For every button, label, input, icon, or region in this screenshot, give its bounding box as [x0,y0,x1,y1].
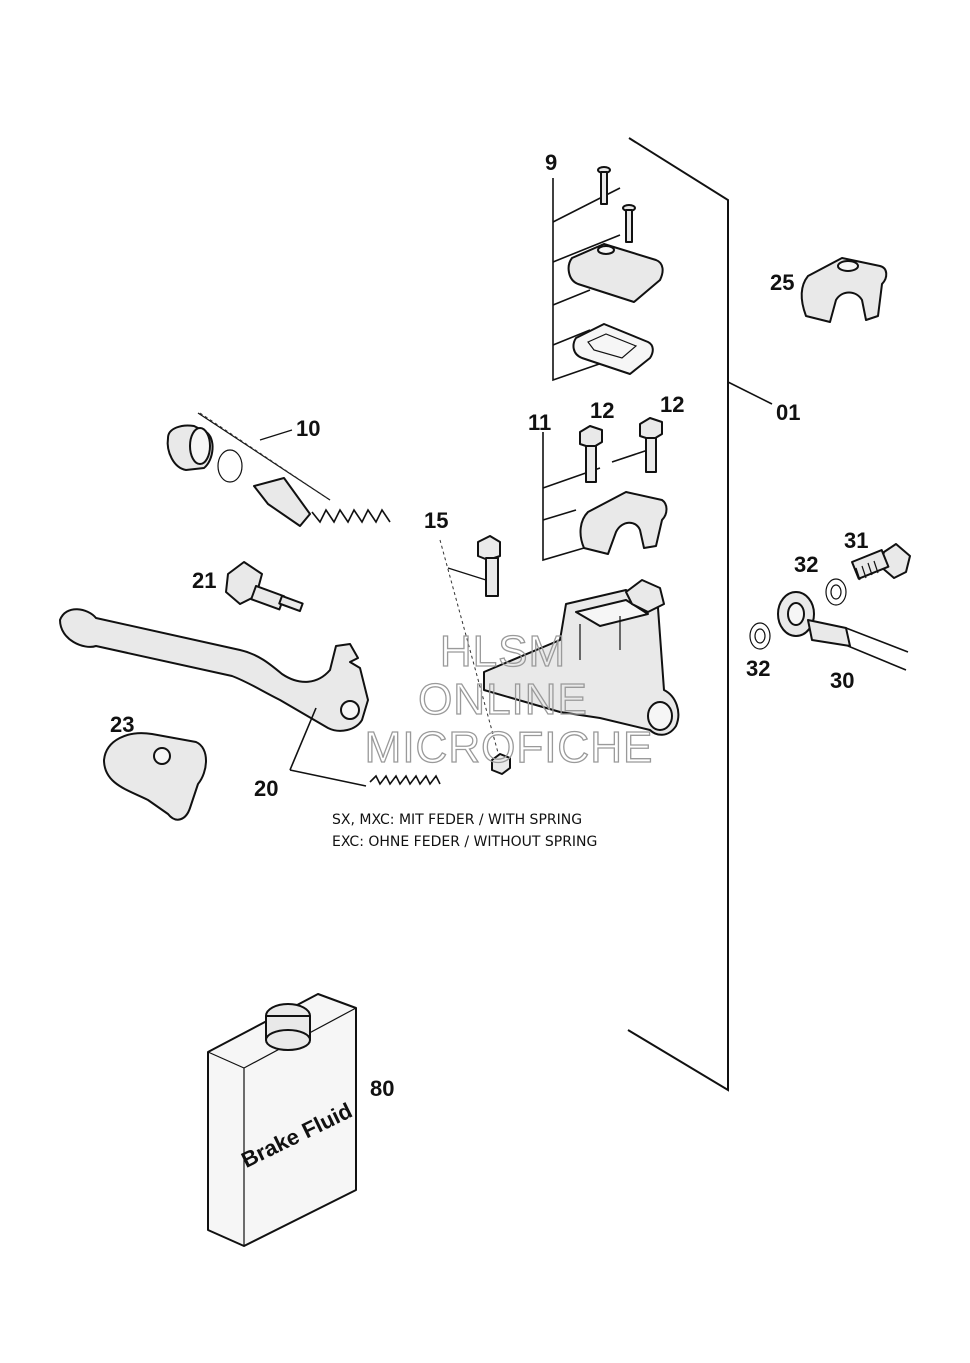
watermark-line-3: MICROFICHE [365,723,654,772]
watermark-line-2: ONLINE [418,675,588,724]
pivot-bolt-15 [439,535,511,775]
brake-lever [59,608,369,732]
washer-32-upper [825,578,847,606]
master-cylinder-body [483,579,680,736]
callout-9: 9 [545,150,557,175]
brake-line-group [749,543,911,671]
brake-hose-30 [777,591,909,671]
callout-32-lower: 32 [746,656,770,681]
brake-fluid-bottle-80: Brake Fluid [207,993,357,1247]
pivot-nut [491,753,511,775]
handlebar-clamp-25 [800,257,888,323]
bolt-12-right [639,417,663,473]
assembly-bracket-01 [627,137,773,1092]
reservoir-cap [567,243,664,303]
master-cylinder-clamp [579,491,668,555]
watermark: HLSM ONLINE MICROFICHE [364,626,654,772]
adjuster-screw-21 [225,561,304,613]
piston-spring [311,508,391,524]
note-without-spring: EXC: OHNE FEDER / WITHOUT SPRING [332,834,597,850]
lever-cover-23 [103,732,207,821]
callout-12-right: 12 [660,392,684,417]
clamp-bolt-group-11-12 [542,417,668,562]
callout-80: 80 [370,1076,394,1101]
callout-10: 10 [296,416,320,441]
cap-screw-1 [597,166,611,205]
diaphragm [572,323,654,375]
cap-screw-2 [622,204,636,243]
note-with-spring: SX, MXC: MIT FEDER / WITH SPRING [332,812,582,828]
watermark-line-1: HLSM [440,627,566,676]
piston-kit-10 [166,412,391,527]
callout-32-upper: 32 [794,552,818,577]
callout-25: 25 [770,270,794,295]
callout-11: 11 [528,410,551,435]
piston [253,477,311,527]
callout-30: 30 [830,668,854,693]
callout-23: 23 [110,712,134,737]
callout-15: 15 [424,508,448,533]
lever-spring-20 [289,707,441,787]
banjo-bolt-31 [851,543,911,581]
callout-21: 21 [192,568,216,593]
callout-12-left: 12 [590,398,614,423]
reservoir-cap-group-9 [552,166,664,382]
callout-01: 01 [776,400,800,425]
callout-31: 31 [844,528,868,553]
circlip [217,449,243,483]
bolt-12-left [579,425,603,483]
washer-32-lower [749,622,771,650]
callout-20: 20 [254,776,278,801]
